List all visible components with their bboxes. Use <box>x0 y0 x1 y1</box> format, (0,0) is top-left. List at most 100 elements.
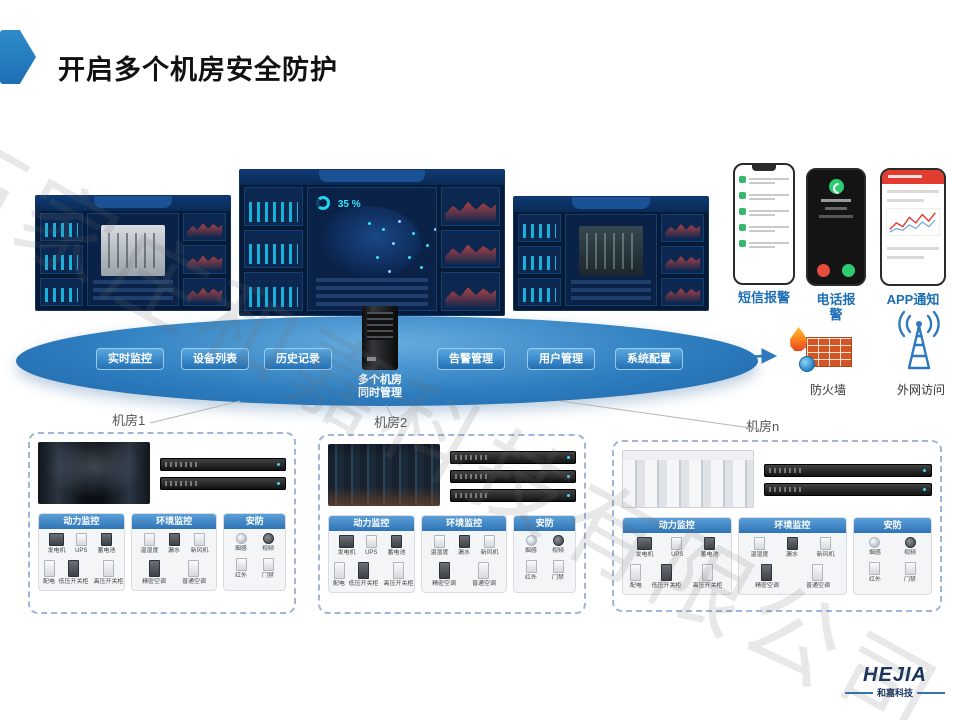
red-area-chart <box>661 278 704 306</box>
caller-subtext <box>819 215 853 218</box>
external-access-label: 外网访问 <box>896 383 945 397</box>
dashboard-screenshot-left <box>35 195 231 311</box>
slide-accent-chevron <box>0 30 36 84</box>
smoke-detector-icon <box>869 537 881 548</box>
power-distribution-icon <box>630 564 642 581</box>
rack-unit <box>450 488 576 502</box>
hv-switchgear-icon <box>701 564 713 581</box>
cyan-bar-chart <box>40 213 83 242</box>
temp-humidity-icon <box>433 535 445 548</box>
water-leak-icon <box>458 535 470 548</box>
infrared-icon <box>869 562 881 575</box>
dashboard-center-view <box>564 214 658 306</box>
precision-ac-icon <box>148 560 160 577</box>
room-label-2: 机房2 <box>374 415 408 430</box>
cyan-bar-chart <box>244 229 303 269</box>
server-room-photo <box>622 450 754 508</box>
message-icon <box>739 176 746 183</box>
message-icon <box>739 240 746 247</box>
fresh-air-icon <box>193 533 205 546</box>
generator-icon <box>48 533 64 546</box>
panel-power-monitoring: 动力监控 发电机 UPS 蓄电池 配电 低压开关柜 高压开关柜 <box>622 517 732 595</box>
lv-switchgear-icon <box>660 564 672 581</box>
red-area-chart <box>183 245 226 274</box>
room-label-1: 机房1 <box>112 413 146 428</box>
red-area-chart <box>183 213 226 242</box>
server-caption: 多个机房 同时管理 <box>358 374 402 399</box>
china-map <box>323 206 421 276</box>
system-config-button[interactable]: 系统配置 <box>615 348 683 370</box>
history-record-button[interactable]: 历史记录 <box>264 348 332 370</box>
caller-subtext <box>824 207 848 210</box>
battery-icon <box>101 533 112 546</box>
red-area-chart <box>183 277 226 306</box>
camera-icon <box>552 535 564 546</box>
dashboard-map-view: 35 % <box>306 187 438 311</box>
cyan-bar-chart <box>40 245 83 274</box>
logo-line <box>917 691 946 694</box>
water-leak-icon <box>168 533 180 546</box>
caller-text <box>820 199 852 202</box>
message-icon <box>739 208 746 215</box>
camera-icon <box>904 537 916 548</box>
room-box-1: 动力监控 发电机 UPS 蓄电池 配电 低压开关柜 高压开关柜 环境监控 <box>28 432 296 614</box>
phone-sms-mockup <box>733 163 795 285</box>
server-tower-icon <box>362 306 398 370</box>
sms-alert-label: 短信报警 <box>737 290 790 305</box>
normal-ac-icon <box>188 560 200 577</box>
phone-call-icon <box>828 179 844 194</box>
rack-unit <box>764 483 932 496</box>
battery-icon <box>704 537 716 550</box>
map-site-dots <box>367 222 371 225</box>
realtime-monitor-button[interactable]: 实时监控 <box>96 348 164 370</box>
logo-subtitle: 和嘉科技 <box>877 688 914 698</box>
panel-power-monitoring: 动力监控 发电机 UPS 蓄电池 配电 低压开关柜 高压开关柜 <box>38 513 125 591</box>
dashboard-screenshot-center: 35 % <box>239 169 505 316</box>
user-manage-button[interactable]: 用户管理 <box>527 348 595 370</box>
equipment-image <box>579 225 643 277</box>
battery-icon <box>391 535 402 548</box>
smoke-detector-icon <box>525 535 537 546</box>
phone-app-mockup <box>880 168 946 286</box>
door-access-icon <box>552 560 564 573</box>
server-room-photo <box>38 442 150 504</box>
room-box-2: 动力监控 发电机 UPS 蓄电池 配电 低压开关柜 高压开关柜 环境监控 <box>318 434 586 614</box>
company-logo: HEJIA 和嘉科技 <box>845 664 946 699</box>
decline-call-icon <box>817 264 830 277</box>
alarm-manage-button[interactable]: 告警管理 <box>437 348 505 370</box>
temp-humidity-icon <box>143 533 155 546</box>
dashboard-center-view <box>86 213 180 306</box>
fire-icon <box>789 327 808 351</box>
cyan-bar-chart <box>518 214 561 242</box>
cyan-bar-chart <box>244 272 303 312</box>
equipment-image <box>101 224 165 276</box>
precision-ac-icon <box>761 564 773 581</box>
dashboard-header <box>514 197 708 212</box>
fresh-air-icon <box>483 535 495 548</box>
rack-unit <box>764 464 932 477</box>
sms-message-list <box>735 171 793 261</box>
panel-environment-monitoring: 环境监控 温湿度 漏水 新风机 精密空调 普通空调 <box>420 515 508 593</box>
smoke-detector-icon <box>235 533 247 544</box>
server-room-photo <box>328 444 440 506</box>
rack-servers <box>450 444 576 508</box>
app-text-row <box>887 190 939 193</box>
red-area-chart <box>661 214 704 242</box>
device-list-button[interactable]: 设备列表 <box>181 348 249 370</box>
infrared-icon <box>235 558 247 571</box>
dashboard-header <box>240 170 504 185</box>
generator-icon <box>636 537 652 550</box>
red-area-chart <box>441 272 500 312</box>
lv-switchgear-icon <box>68 560 79 577</box>
app-text-row <box>887 199 925 202</box>
water-leak-icon <box>786 537 798 550</box>
door-access-icon <box>262 558 274 571</box>
phone-call-mockup <box>806 168 866 286</box>
globe-icon <box>799 356 815 372</box>
red-area-chart <box>661 246 704 274</box>
rack-servers <box>764 450 932 510</box>
room-label-n: 机房n <box>746 419 780 434</box>
rack-unit <box>160 477 286 490</box>
lv-switchgear-icon <box>358 562 369 579</box>
cyan-bar-chart <box>244 187 303 226</box>
